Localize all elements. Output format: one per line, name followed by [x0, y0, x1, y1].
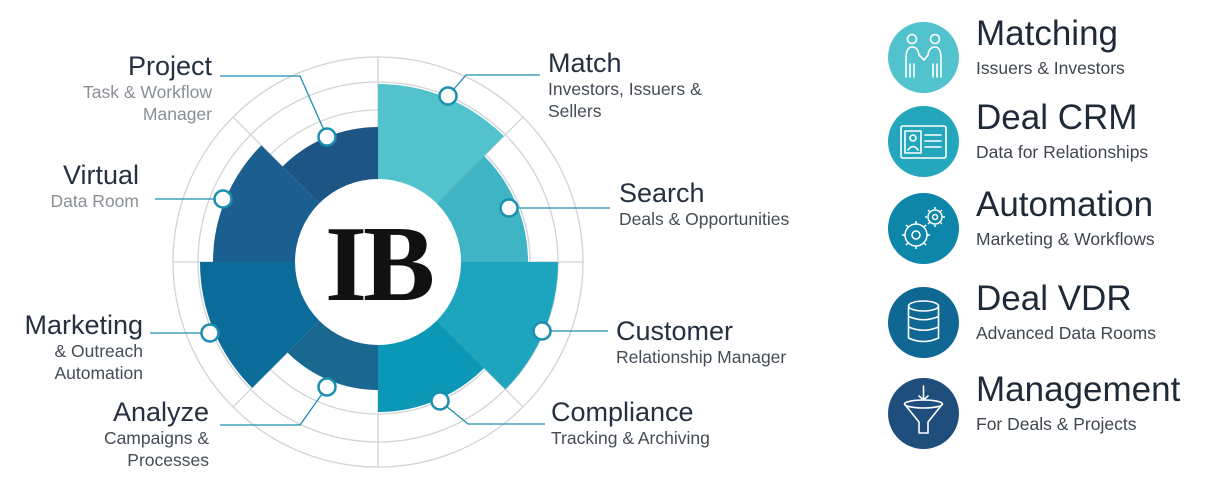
feature-automation: Automation Marketing & Workflows	[888, 185, 1218, 265]
marketing-title: Marketing	[24, 310, 143, 340]
search-title: Search	[619, 178, 705, 208]
search-subtitle-1: Deals & Opportunities	[619, 209, 790, 229]
feature-management: Management For Deals & Projects	[888, 370, 1218, 450]
marketing-subtitle-1: & Outreach	[54, 341, 143, 361]
feature-deal-crm-title: Deal CRM	[976, 98, 1138, 137]
feature-deal-crm-subtitle: Data for Relationships	[976, 142, 1149, 162]
analyze-title: Analyze	[112, 397, 209, 427]
feature-matching: Matching Issuers & Investors	[888, 14, 1218, 94]
leader-line-project	[220, 75, 328, 138]
label-virtual: Virtual Data Room	[50, 160, 139, 212]
feature-automation-title: Automation	[976, 185, 1154, 224]
node-dot-compliance	[430, 391, 450, 411]
compliance-subtitle-1: Tracking & Archiving	[551, 428, 710, 448]
project-title: Project	[127, 51, 212, 81]
customer-title: Customer	[616, 316, 734, 346]
funnel-icon	[888, 378, 959, 449]
project-subtitle-1: Task & Workflow	[82, 82, 212, 102]
feature-matching-title: Matching	[976, 14, 1119, 53]
analyze-subtitle-1: Campaigns &	[103, 428, 209, 448]
handshake-people-icon	[888, 22, 959, 93]
virtual-subtitle-1: Data Room	[50, 191, 139, 211]
label-project: Project Task & Workflow Manager	[82, 51, 212, 125]
logo-center-circle	[295, 179, 461, 345]
gears-icon	[888, 193, 959, 264]
label-match: Match Investors, Issuers & Sellers	[548, 48, 702, 122]
feature-matching-subtitle: Issuers & Investors	[976, 58, 1125, 78]
feature-deal-vdr-subtitle: Advanced Data Rooms	[976, 323, 1156, 343]
node-dot-virtual	[213, 189, 233, 209]
label-compliance: Compliance Tracking & Archiving	[551, 397, 710, 449]
node-dot-analyze	[317, 377, 337, 397]
match-title: Match	[548, 48, 622, 78]
feature-deal-crm: Deal CRM Data for Relationships	[888, 98, 1218, 178]
label-marketing: Marketing & Outreach Automation	[24, 310, 143, 384]
compliance-title: Compliance	[551, 397, 694, 427]
ib-logo: IB	[325, 205, 437, 324]
label-customer: Customer Relationship Manager	[616, 316, 787, 368]
feature-management-title: Management	[976, 370, 1181, 409]
label-search: Search Deals & Opportunities	[619, 178, 790, 230]
marketing-subtitle-2: Automation	[54, 363, 143, 383]
feature-deal-vdr-title: Deal VDR	[976, 279, 1132, 318]
customer-subtitle-1: Relationship Manager	[616, 347, 787, 367]
project-subtitle-2: Manager	[142, 104, 212, 124]
leader-lines	[150, 74, 610, 426]
node-dot-project	[317, 127, 337, 147]
ib-logo-text: IB	[325, 205, 433, 324]
id-card-icon	[888, 106, 959, 177]
node-dot-marketing	[200, 323, 220, 343]
wedge-customer	[420, 262, 559, 390]
analyze-subtitle-2: Processes	[127, 450, 209, 470]
database-icon	[888, 287, 959, 358]
leader-line-compliance	[439, 400, 545, 425]
virtual-title: Virtual	[62, 160, 139, 190]
match-subtitle-2: Sellers	[548, 101, 602, 121]
label-analyze: Analyze Campaigns & Processes	[103, 397, 209, 471]
feature-automation-subtitle: Marketing & Workflows	[976, 229, 1155, 249]
node-dot-customer	[532, 321, 552, 341]
ib-feature-wheel: IB	[150, 56, 610, 468]
node-dot-match	[438, 86, 458, 106]
leader-line-analyze	[220, 386, 328, 426]
feature-management-subtitle: For Deals & Projects	[976, 414, 1137, 434]
feature-deal-vdr: Deal VDR Advanced Data Rooms	[888, 279, 1218, 359]
node-dot-search	[499, 198, 519, 218]
match-subtitle-1: Investors, Issuers &	[548, 79, 702, 99]
